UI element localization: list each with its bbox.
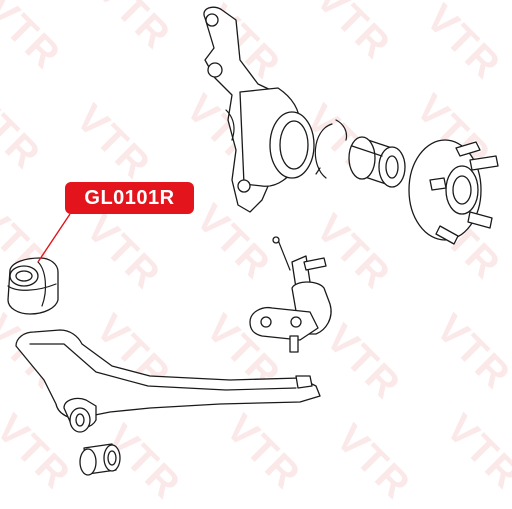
part-number-label: GL0101R: [65, 182, 194, 214]
steering-knuckle: [203, 6, 315, 213]
part-number-text: GL0101R: [84, 186, 175, 209]
lower-control-arm: [15, 329, 321, 433]
wheel-hub: [408, 139, 499, 245]
ball-joint: [249, 236, 332, 353]
snap-ring: [314, 119, 348, 179]
leader-line: [37, 213, 71, 263]
front-bushing: [7, 257, 59, 315]
rear-bushing: [79, 443, 121, 476]
wheel-bearing: [348, 136, 406, 188]
parts-drawing: [7, 6, 499, 476]
